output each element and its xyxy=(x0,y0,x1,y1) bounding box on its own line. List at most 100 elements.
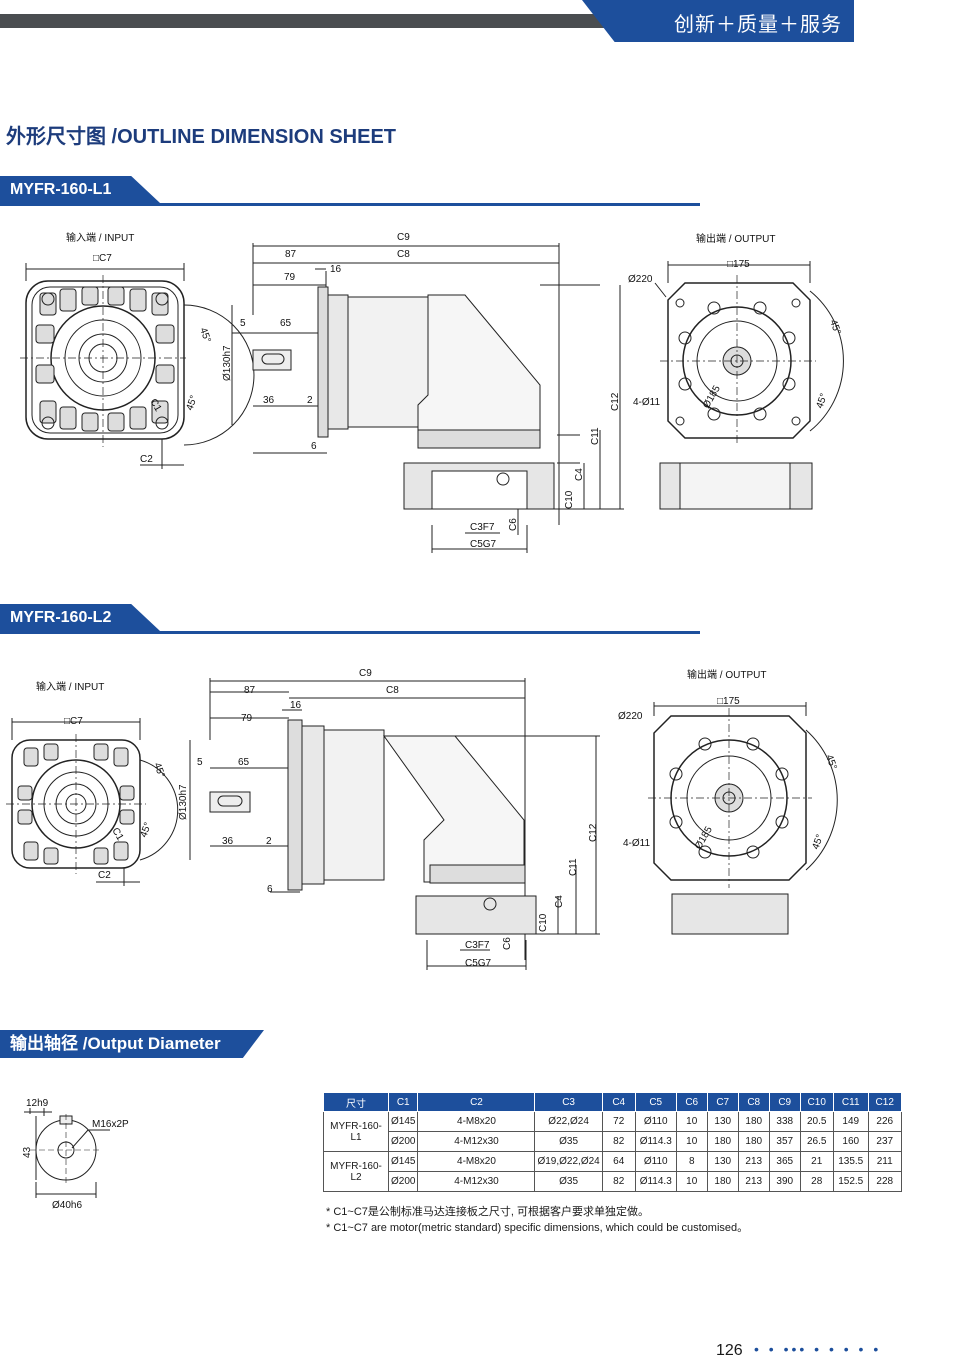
table-cell: 357 xyxy=(768,1131,801,1152)
output-flange-view xyxy=(654,261,844,510)
table-cell: 10 xyxy=(675,1131,708,1152)
table-cell: 180 xyxy=(737,1111,770,1132)
table-cell: Ø145 xyxy=(387,1111,419,1132)
output-diameter-tab: 输出轴径 /Output Diameter xyxy=(0,1030,270,1060)
dim-220: Ø220 xyxy=(618,711,643,722)
dim-angle-bottom: 45° xyxy=(810,833,826,851)
table-cell: 8 xyxy=(675,1151,708,1172)
table-cell: 20.5 xyxy=(799,1111,834,1132)
table-header: C2 xyxy=(417,1092,536,1112)
dim-c12: C12 xyxy=(610,392,621,411)
output-shaft-drawing: 12h9 M16x2P 43 Ø40h6 xyxy=(22,1098,129,1210)
table-cell: 21 xyxy=(799,1151,834,1172)
table-cell: 82 xyxy=(601,1171,636,1192)
table-row: Ø200 4-M12x30 Ø35 82 Ø114.3 10 180 180 3… xyxy=(324,1131,902,1152)
table-cell: 228 xyxy=(867,1171,902,1192)
table-cell: 4-M12x30 xyxy=(417,1131,536,1152)
dim-c3: C3F7 xyxy=(470,522,495,533)
dim-angle-top: 45° xyxy=(827,318,843,336)
table-cell: 26.5 xyxy=(799,1131,834,1152)
output-label: 输出端 / OUTPUT xyxy=(696,232,775,245)
dim-65: 65 xyxy=(238,757,250,768)
input-flange-view xyxy=(20,263,255,469)
output-diameter-title: 输出轴径 /Output Diameter xyxy=(0,1030,264,1058)
table-cell: 365 xyxy=(768,1151,801,1172)
table-header: C9 xyxy=(768,1092,801,1112)
table-header: C7 xyxy=(706,1092,739,1112)
model-tab-l1: MYFR-160-L1 xyxy=(0,176,700,206)
dim-36: 36 xyxy=(222,836,234,847)
dim-2: 2 xyxy=(266,836,272,847)
dim-angle-top: 45° xyxy=(151,761,167,779)
page-number: 126 xyxy=(716,1342,743,1359)
table-cell: Ø35 xyxy=(534,1131,603,1152)
dim-c5: C5G7 xyxy=(470,539,497,550)
table-cell: Ø200 xyxy=(387,1171,419,1192)
dim-79: 79 xyxy=(284,272,296,283)
dim-angle-bottom: 45° xyxy=(814,392,830,410)
input-label: 输入端 / INPUT xyxy=(36,680,104,693)
dim-angle-top: 45° xyxy=(823,753,839,771)
table-cell: 226 xyxy=(867,1111,902,1132)
dim-87: 87 xyxy=(244,685,256,696)
table-cell: 180 xyxy=(737,1131,770,1152)
tab-underline xyxy=(0,631,700,634)
table-header: C6 xyxy=(675,1092,708,1112)
dim-c4: C4 xyxy=(554,895,565,908)
dim-6: 6 xyxy=(311,441,317,452)
table-row: MYFR-160-L2 Ø145 4-M8x20 Ø19,Ø22,Ø24 64 … xyxy=(323,1151,902,1192)
tab-underline xyxy=(0,203,700,206)
dim-c11: C11 xyxy=(590,427,601,445)
table-cell: 72 xyxy=(601,1111,636,1132)
page-title: 外形尺寸图 /OUTLINE DIMENSION SHEET xyxy=(6,126,397,148)
output-label: 输出端 / OUTPUT xyxy=(687,668,766,681)
dim-c9: C9 xyxy=(397,232,410,243)
table-cell: Ø200 xyxy=(387,1131,419,1152)
table-cell: Ø35 xyxy=(534,1171,603,1192)
table-header: C3 xyxy=(534,1092,603,1112)
input-label: 输入端 / INPUT xyxy=(66,231,134,244)
table-cell: 4-M12x30 xyxy=(417,1171,536,1192)
table-cell: 10 xyxy=(675,1171,708,1192)
table-header: C12 xyxy=(867,1092,902,1112)
table-header: C11 xyxy=(832,1092,869,1112)
dim-36: 36 xyxy=(263,395,275,406)
dim-6: 6 xyxy=(267,884,273,895)
table-cell: 28 xyxy=(799,1171,834,1192)
dim-43: 43 xyxy=(22,1146,33,1158)
table-cell: Ø145 xyxy=(387,1151,419,1172)
dim-16: 16 xyxy=(330,264,342,275)
header-tab-text: 创新＋质量＋服务 xyxy=(674,14,842,36)
table-cell: 213 xyxy=(737,1151,770,1172)
dim-c7: □C7 xyxy=(64,716,83,727)
dim-130: Ø130h7 xyxy=(178,784,189,820)
model-label: MYFR-160-L2 xyxy=(0,604,160,631)
dim-12h9: 12h9 xyxy=(26,1098,49,1109)
dim-c8: C8 xyxy=(397,249,410,260)
table-cell: 180 xyxy=(706,1171,739,1192)
dim-holes: 4-Ø11 xyxy=(623,838,650,849)
table-cell: 4-M8x20 xyxy=(417,1151,536,1172)
footer-dots: • • ••• • • • • • xyxy=(754,1341,882,1357)
note-en: * C1~C7 are motor(metric standard) speci… xyxy=(326,1222,749,1234)
dim-c11: C11 xyxy=(568,858,579,876)
table-cell: 149 xyxy=(832,1111,869,1132)
dim-angle-bottom: 45° xyxy=(184,394,200,412)
dim-holes: 4-Ø11 xyxy=(633,397,660,408)
dim-5: 5 xyxy=(240,318,246,329)
dim-c7: □C7 xyxy=(93,253,112,264)
dim-c8: C8 xyxy=(386,685,399,696)
dim-c9: C9 xyxy=(359,668,372,679)
table-cell: 211 xyxy=(867,1151,902,1172)
dim-40h6: Ø40h6 xyxy=(52,1200,82,1210)
table-cell: 135.5 xyxy=(832,1151,869,1172)
dim-c10: C10 xyxy=(538,913,549,932)
dim-c4: C4 xyxy=(574,468,585,481)
header-bar xyxy=(0,14,640,28)
dim-175: □175 xyxy=(727,259,750,270)
model-tab-l2: MYFR-160-L2 xyxy=(0,604,700,634)
table-header: C4 xyxy=(601,1092,636,1112)
table-cell-model: MYFR-160-L1 xyxy=(323,1111,389,1152)
table-cell: Ø114.3 xyxy=(634,1131,677,1152)
side-view xyxy=(231,243,624,553)
